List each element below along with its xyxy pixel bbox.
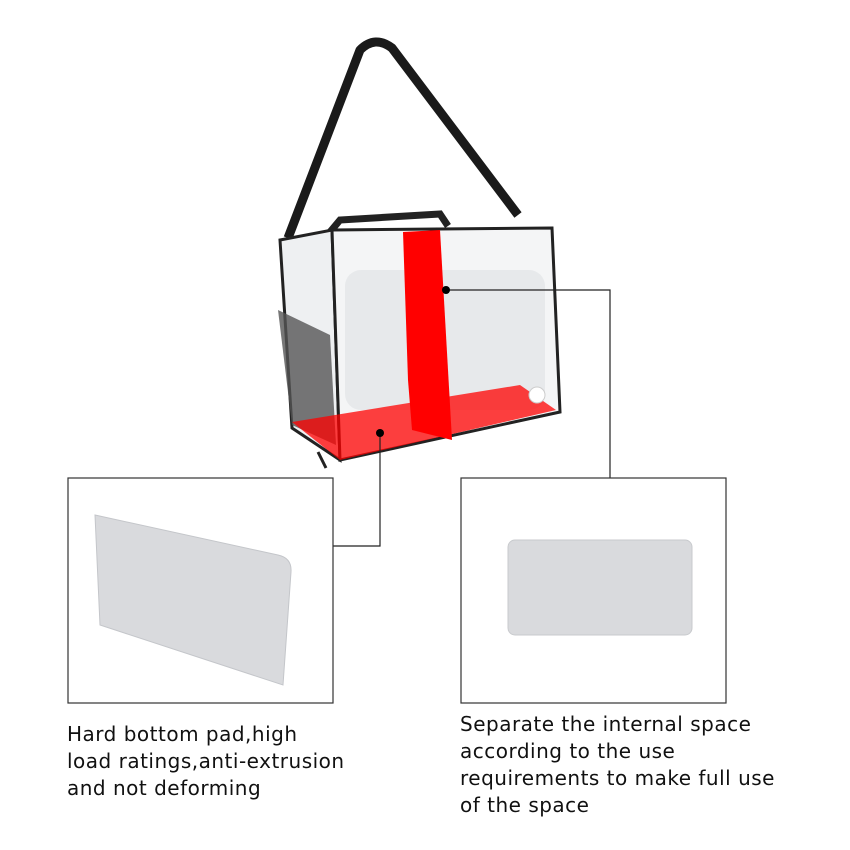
zipper-pull-icon [316,451,328,469]
connector-line-bottom [333,433,381,547]
bottom-pad-caption: Hard bottom pad,high load ratings,anti-e… [67,722,345,800]
connector-line-divider [446,289,611,478]
divider-image [507,539,693,636]
shoulder-strap [283,37,522,240]
top-handle [327,210,451,235]
red-divider [403,230,452,440]
bottom-pad-image [94,514,292,686]
marker-dot [376,429,384,437]
divider-caption: Separate the internal space according to… [460,712,775,817]
mesh-pocket-icon [278,310,336,445]
marker-dot [442,286,450,294]
logo-icon [528,386,546,404]
